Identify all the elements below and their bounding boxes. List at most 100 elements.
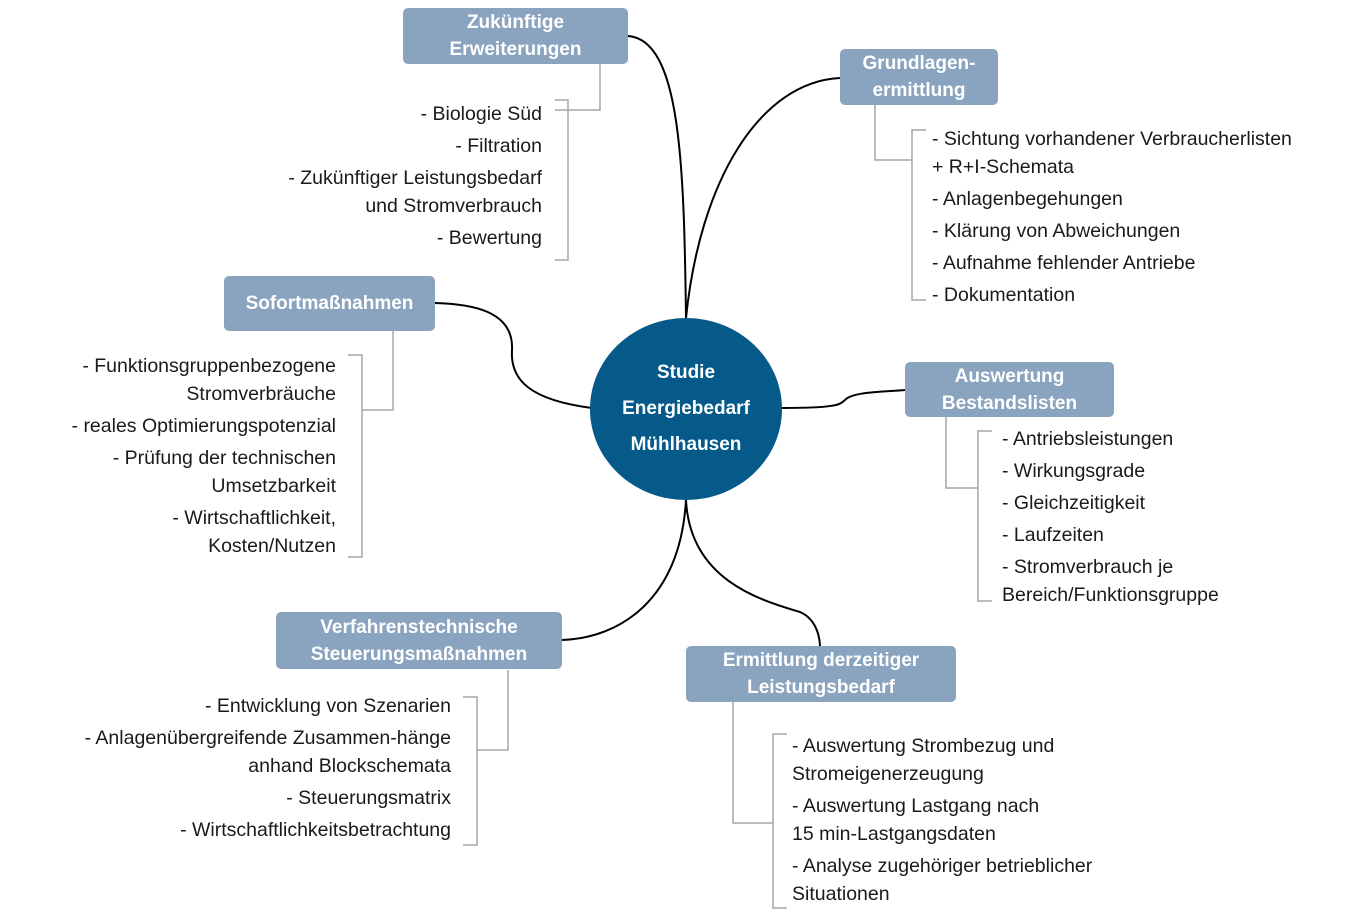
list-item-text: - Anlagenbegehungen (932, 188, 1123, 210)
list-item-text: - Wirkungsgrade (1002, 460, 1146, 482)
list-item-text: Stromverbräuche (186, 383, 336, 405)
list-zukuenftige: - Biologie Süd - Filtration - Zukünftige… (288, 100, 542, 256)
list-item-text: Stromeigenerzeugung (792, 763, 984, 785)
center-line-2: Energiebedarf (622, 398, 750, 419)
list-item: - Anlagenübergreifende Zusammen-hänge anh… (85, 724, 451, 780)
list-item: - Steuerungsmatrix (85, 784, 451, 812)
list-item-text: - Bewertung (436, 227, 542, 249)
node-sofortmassnahmen[interactable]: Sofortmaßnahmen (224, 276, 435, 331)
list-item: - Antriebsleistungen (1002, 425, 1219, 453)
list-item-text: - Wirtschaftlichkeit, (172, 507, 336, 529)
list-item-text: - reales Optimierungspotenzial (71, 415, 336, 437)
list-item-text: - Klärung von Abweichungen (932, 220, 1181, 242)
list-item-text: - Sichtung vorhandener Verbraucherlisten (932, 128, 1292, 150)
list-item: - reales Optimierungspotenzial (72, 412, 336, 440)
node-title-line: ermittlung (872, 80, 966, 101)
node-title-line: Grundlagen- (862, 53, 976, 74)
list-auswertung: - Antriebsleistungen - Wirkungsgrade - G… (1002, 425, 1219, 613)
node-grundlagenermittlung[interactable]: Grundlagen- ermittlung (840, 49, 998, 105)
list-item-text: - Aufnahme fehlender Antriebe (932, 252, 1196, 274)
list-item: - Entwicklung von Szenarien (85, 692, 451, 720)
list-item-text: - Auswertung Lastgang nach (792, 795, 1040, 817)
list-item-text: - Laufzeiten (1002, 524, 1104, 546)
branch-zukuenftige (627, 35, 687, 319)
list-item-text: und Stromverbrauch (365, 195, 542, 217)
node-title-line: Bestandslisten (941, 392, 1078, 414)
list-item-text: Umsetzbarkeit (211, 475, 336, 497)
list-item: - Anlagenbegehungen (932, 185, 1292, 213)
bracket-zukuenftige (555, 62, 601, 261)
node-title-line: Ermittlung derzeitiger (722, 650, 920, 671)
list-item: - Klärung von Abweichungen (932, 217, 1292, 245)
bracket-grundlagen (874, 104, 926, 301)
list-item-text: - Stromverbrauch je (1002, 556, 1174, 578)
list-item-text: - Filtration (455, 135, 542, 157)
list-item-text: - Steuerungsmatrix (286, 787, 451, 809)
list-item: - Bewertung (288, 224, 542, 252)
branch-ermittlung (685, 499, 821, 649)
bracket-ermittlung (732, 702, 787, 909)
branch-grundlagen (685, 77, 841, 319)
list-item: - Wirtschaftlichkeit, Kosten/Nutzen (72, 504, 336, 560)
list-item: - Auswertung Lastgang nach 15 min-Lastgan… (792, 792, 1092, 848)
node-title-line: Erweiterungen (449, 39, 582, 60)
center-line-1: Studie (656, 362, 716, 383)
list-item-text: - Funktionsgruppenbezogene (82, 355, 336, 377)
list-item: - Gleichzeitigkeit (1002, 489, 1219, 517)
node-zukuenftige-erweiterungen[interactable]: Zukünftige Erweiterungen (403, 8, 628, 64)
center-topic[interactable]: Studie Energiebedarf Mühlhausen (590, 318, 782, 500)
branch-auswertung (781, 389, 906, 409)
list-item: - Dokumentation (932, 281, 1292, 309)
list-item: - Stromverbrauch je Bereich/Funktionsgrup… (1002, 553, 1219, 609)
bracket-sofort (348, 330, 394, 558)
list-item: - Filtration (288, 132, 542, 160)
list-item: - Wirtschaftlichkeitsbetrachtung (85, 816, 451, 844)
list-item: - Sichtung vorhandener Verbraucherlisten… (932, 125, 1292, 181)
list-item-text: Bereich/Funktionsgruppe (1002, 584, 1219, 606)
list-grundlagen: - Sichtung vorhandener Verbraucherlisten… (932, 125, 1292, 313)
list-item-text: - Prüfung der technischen (112, 447, 336, 469)
list-item-text: - Dokumentation (932, 284, 1076, 306)
branch-verfahren (561, 499, 687, 641)
bracket-verfahren (463, 670, 509, 846)
list-item-text: - Zukünftiger Leistungsbedarf (288, 167, 542, 189)
list-item-text: - Biologie Süd (420, 103, 542, 125)
bracket-auswertung (945, 416, 992, 602)
list-verfahren: - Entwicklung von Szenarien - Anlagenübe… (85, 692, 451, 848)
list-item-text: Kosten/Nutzen (208, 535, 336, 557)
list-item-text: - Auswertung Strombezug und (792, 735, 1055, 757)
node-ermittlung-leistungsbedarf[interactable]: Ermittlung derzeitiger Leistungsbedarf (686, 646, 956, 702)
list-item-text: anhand Blockschemata (248, 755, 451, 777)
list-item-text: - Wirtschaftlichkeitsbetrachtung (180, 819, 451, 841)
list-item-text: - Analyse zugehöriger betrieblicher (792, 855, 1093, 877)
center-line-3: Mühlhausen (630, 434, 742, 455)
list-item: - Laufzeiten (1002, 521, 1219, 549)
node-title-line: Zukünftige (466, 12, 565, 33)
node-title-line: Steuerungsmaßnahmen (310, 643, 528, 665)
node-auswertung-bestandslisten[interactable]: Auswertung Bestandslisten (905, 362, 1114, 417)
list-item-text: 15 min-Lastgangsdaten (792, 823, 996, 845)
list-item: - Zukünftiger Leistungsbedarf und Stromve… (288, 164, 542, 220)
list-item: - Biologie Süd (288, 100, 542, 128)
list-item-text: - Entwicklung von Szenarien (204, 695, 451, 717)
list-item-text: - Gleichzeitigkeit (1002, 492, 1146, 514)
node-title-line: Leistungsbedarf (747, 677, 895, 698)
node-title-line: Auswertung (954, 365, 1065, 387)
branch-sofort (434, 302, 593, 409)
node-title-line: Sofortmaßnahmen (245, 293, 414, 314)
list-item-text: + R+I-Schemata (932, 156, 1074, 178)
node-verfahrenstechnische-steuerungsmassnahmen[interactable]: Verfahrenstechnische Steuerungsmaßnahmen (276, 612, 562, 669)
list-item-text: Situationen (792, 883, 890, 905)
list-item: - Aufnahme fehlender Antriebe (932, 249, 1292, 277)
node-title-line: Verfahrenstechnische (320, 616, 518, 638)
list-item-text: - Anlagenübergreifende Zusammen-hänge (84, 727, 451, 749)
list-item-text: - Antriebsleistungen (1002, 428, 1174, 450)
list-item: - Wirkungsgrade (1002, 457, 1219, 485)
